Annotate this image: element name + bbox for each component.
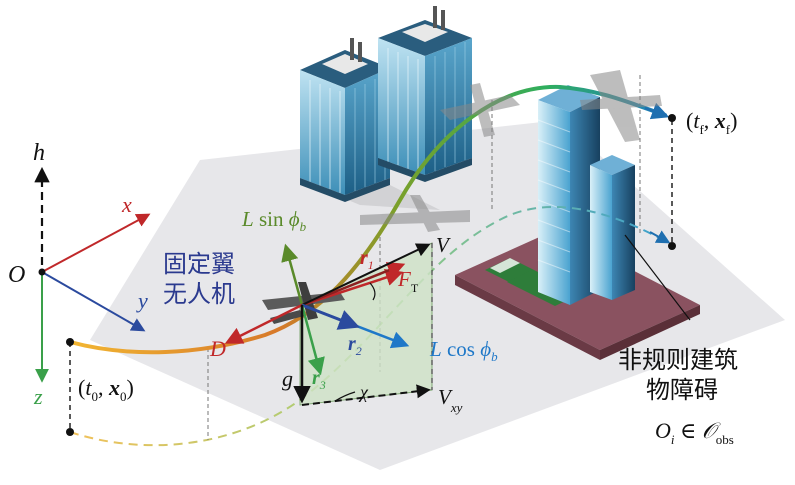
thrust-angle-arc (369, 282, 376, 301)
axis-x-label: x (121, 192, 132, 217)
r1-label: r1 (360, 247, 374, 272)
trajectory-end-arrow (644, 102, 670, 120)
r2-vector (301, 303, 360, 330)
lift-sin-vector (281, 243, 304, 306)
r1-vector (301, 262, 406, 307)
lift-cos-label: L cos ϕb (429, 337, 498, 364)
start-point (66, 338, 74, 346)
axis-z-label: z (33, 384, 43, 409)
aircraft-label-line2: 无人机 (163, 280, 235, 308)
end-point (668, 114, 676, 122)
origin-label: O (8, 262, 25, 288)
building-1 (300, 38, 390, 202)
chi-label: χ (358, 382, 369, 402)
building-2 (378, 6, 472, 182)
end-ground-point (668, 242, 676, 250)
obstacle-set-label: Oi ∈ 𝒪obs (655, 418, 734, 447)
aircraft-shadows (360, 70, 662, 232)
velocity-label: V (436, 233, 451, 257)
velocity-xy-label: Vxy (438, 385, 463, 415)
gravity-label: g (282, 366, 293, 391)
start-state-label: (t0, x0) (78, 375, 134, 404)
r3-label: r3 (312, 367, 326, 392)
ground-projection-path (69, 205, 673, 447)
drag-label: D (209, 336, 226, 361)
axis-x (41, 213, 151, 273)
obstacle-label-line1: 非规则建筑 (618, 346, 738, 374)
axis-h-label: h (33, 140, 45, 166)
obstacle-pointer (624, 234, 691, 321)
r2-label: r2 (348, 333, 362, 358)
end-state-label: (tf, xf) (686, 108, 737, 137)
obstacle-label-line2: 物障碍 (646, 376, 718, 404)
axis-y (41, 271, 146, 332)
velocity-vector (301, 243, 431, 306)
drag-vector (224, 303, 303, 344)
aircraft-label-line1: 固定翼 (163, 250, 235, 278)
chi-arc (334, 391, 356, 402)
velocity-xy-vector (301, 384, 431, 406)
origin-point (38, 268, 46, 276)
axis-y-label: y (136, 288, 148, 313)
thrust-label: FT (397, 267, 419, 295)
lift-sin-label: L sin ϕb (241, 207, 307, 234)
start-ground-point (66, 428, 74, 436)
r3-vector (300, 304, 325, 376)
projection-arrow (649, 230, 671, 244)
tower-building (537, 85, 635, 305)
